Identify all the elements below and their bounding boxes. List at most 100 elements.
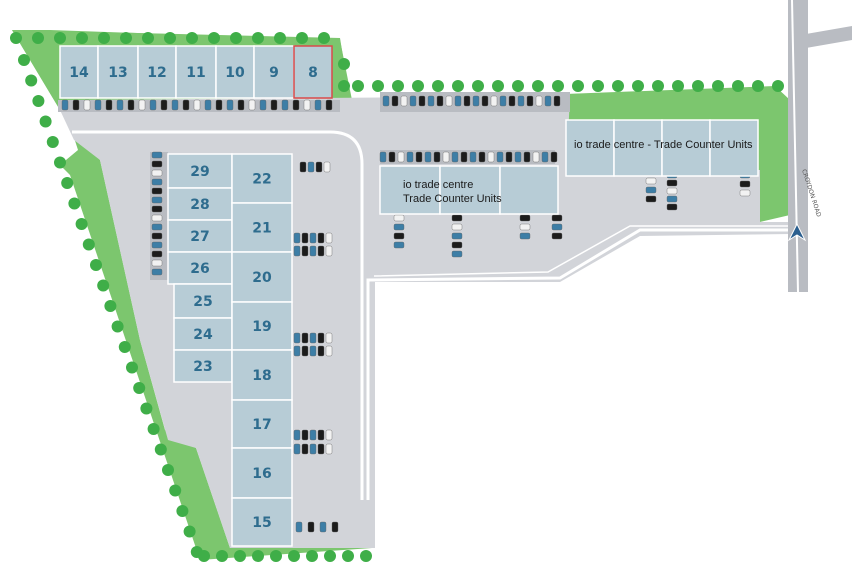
unit-number-28: 28 <box>190 197 209 213</box>
car-icon <box>72 99 80 111</box>
unit-number-17: 17 <box>252 417 271 433</box>
car-icon <box>293 443 301 455</box>
tree-icon <box>632 80 644 92</box>
tree-icon <box>652 80 664 92</box>
trade-centre-2-label: io trade centre - Trade Counter Units <box>574 139 753 151</box>
trade-centre-1-bay-b <box>439 165 501 215</box>
car-icon <box>193 99 201 111</box>
car-icon <box>451 250 463 258</box>
tree-icon <box>198 550 210 562</box>
car-icon <box>309 232 317 244</box>
car-icon <box>478 151 486 163</box>
car-icon <box>281 99 289 111</box>
car-icon <box>393 223 405 231</box>
tree-icon <box>97 279 110 292</box>
car-icon <box>116 99 124 111</box>
tree-icon <box>98 32 110 44</box>
tree-icon <box>612 80 624 92</box>
car-icon <box>551 232 563 240</box>
unit-11 <box>175 45 217 99</box>
car-icon <box>415 151 423 163</box>
tree-icon <box>147 423 160 435</box>
car-icon <box>454 95 462 107</box>
car-icon <box>317 345 325 357</box>
car-icon <box>151 205 163 213</box>
car-icon <box>442 151 450 163</box>
tree-icon <box>154 443 167 456</box>
car-icon <box>550 151 558 163</box>
car-icon <box>309 443 317 455</box>
unit-number-18: 18 <box>252 368 271 384</box>
car-icon <box>436 95 444 107</box>
car-icon <box>433 151 441 163</box>
tree-icon <box>208 32 220 44</box>
tree-icon <box>712 80 724 92</box>
car-icon <box>151 187 163 195</box>
car-icon <box>406 151 414 163</box>
car-icon <box>519 223 531 231</box>
car-icon <box>553 95 561 107</box>
car-icon <box>127 99 135 111</box>
car-icon <box>666 195 678 203</box>
car-icon <box>293 232 301 244</box>
tree-icon <box>164 32 176 44</box>
car-icon <box>526 95 534 107</box>
car-icon <box>331 521 339 533</box>
tree-icon <box>216 550 228 562</box>
car-icon <box>151 223 163 231</box>
car-icon <box>463 95 471 107</box>
car-icon <box>393 241 405 249</box>
internal-road-edge-east <box>366 228 790 500</box>
car-icon <box>83 99 91 111</box>
car-icon <box>307 161 315 173</box>
unit-number-24: 24 <box>193 327 213 343</box>
car-icon <box>151 241 163 249</box>
unit-27 <box>167 219 233 253</box>
car-icon <box>151 160 163 168</box>
tree-icon <box>672 80 684 92</box>
car-icon <box>301 232 309 244</box>
car-icon <box>323 161 331 173</box>
car-icon <box>151 250 163 258</box>
car-icon <box>301 245 309 257</box>
car-icon <box>535 95 543 107</box>
tree-icon <box>32 32 44 44</box>
car-icon <box>514 151 522 163</box>
tree-icon <box>392 80 404 92</box>
car-icon <box>301 429 309 441</box>
tree-icon <box>352 80 364 92</box>
car-icon <box>325 443 333 455</box>
tree-icon <box>372 80 384 92</box>
tree-icon <box>772 80 784 92</box>
unit-number-16: 16 <box>252 466 271 482</box>
car-icon <box>519 232 531 240</box>
tree-icon <box>61 177 74 189</box>
tree-icon <box>140 402 153 415</box>
car-icon <box>317 245 325 257</box>
tree-icon <box>176 505 189 517</box>
car-icon <box>460 151 468 163</box>
car-icon <box>388 151 396 163</box>
car-icon <box>325 332 333 344</box>
car-icon <box>382 95 390 107</box>
car-icon <box>325 232 333 244</box>
trade-centre-1-line1: io trade centre <box>403 179 473 191</box>
east-tarmac <box>566 170 760 222</box>
internal-road-edge-west <box>72 130 364 500</box>
tree-icon <box>306 550 318 562</box>
car-icon <box>160 99 168 111</box>
tree-icon <box>10 32 22 44</box>
unit-23 <box>173 349 233 383</box>
car-icon <box>424 151 432 163</box>
car-icon <box>259 99 267 111</box>
croydon-road-edge <box>791 0 799 293</box>
tree-icon <box>732 80 744 92</box>
unit-number-27: 27 <box>190 229 209 245</box>
tree-icon <box>18 54 30 66</box>
car-icon <box>94 99 102 111</box>
tree-icon <box>360 550 372 562</box>
tree-icon <box>338 80 350 92</box>
tree-icon <box>342 550 354 562</box>
unit-number-20: 20 <box>252 270 272 286</box>
